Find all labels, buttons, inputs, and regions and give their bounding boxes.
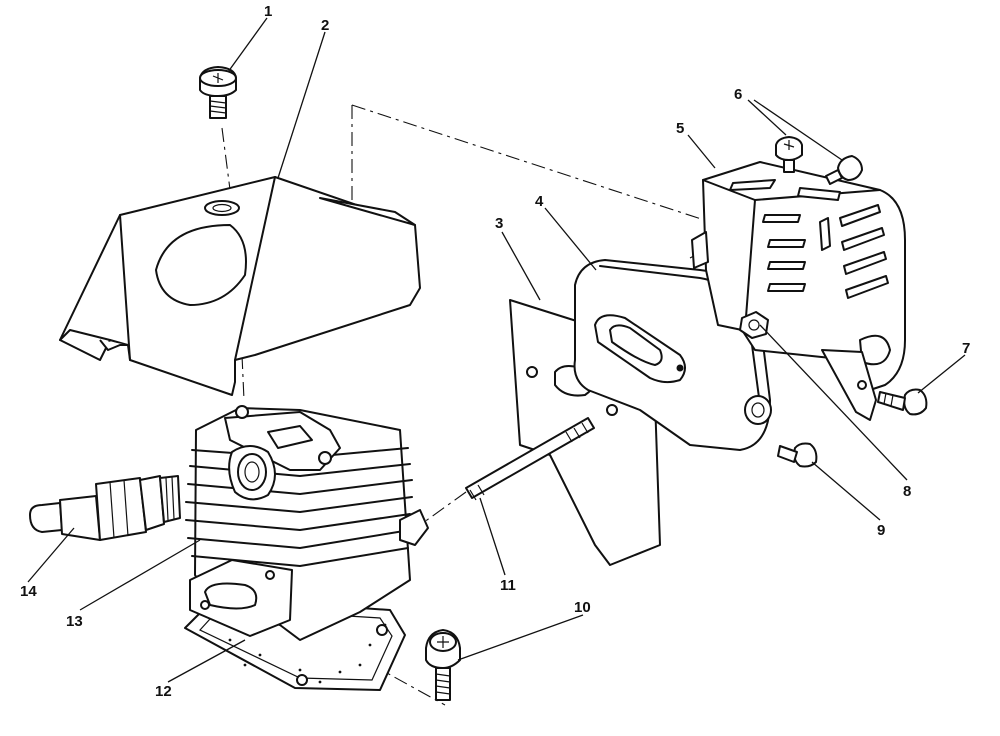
shield-screws [775, 136, 863, 185]
callout-8: 8 [903, 483, 912, 500]
callout-10: 10 [574, 599, 591, 616]
callout-1: 1 [264, 3, 273, 20]
base-screw [425, 629, 461, 701]
spark-plug [29, 475, 181, 541]
callout-13: 13 [66, 613, 83, 630]
cylinder [185, 405, 429, 641]
side-screw [877, 388, 928, 416]
stud [465, 417, 595, 501]
screw-top [199, 66, 237, 119]
callout-2: 2 [321, 17, 330, 34]
callout-9: 9 [877, 522, 886, 539]
callout-6: 6 [734, 86, 743, 103]
callout-7: 7 [962, 340, 971, 357]
leader-lines [27, 17, 966, 683]
shield-vent-slots [729, 179, 889, 299]
lower-screw [777, 442, 818, 468]
callout-12: 12 [155, 683, 172, 700]
callout-14: 14 [20, 583, 37, 600]
callout-3: 3 [495, 215, 504, 232]
cylinder-shroud [59, 176, 421, 396]
callout-11: 11 [500, 577, 516, 594]
callout-4: 4 [535, 193, 544, 210]
nut [739, 311, 769, 339]
callout-5: 5 [676, 120, 685, 137]
